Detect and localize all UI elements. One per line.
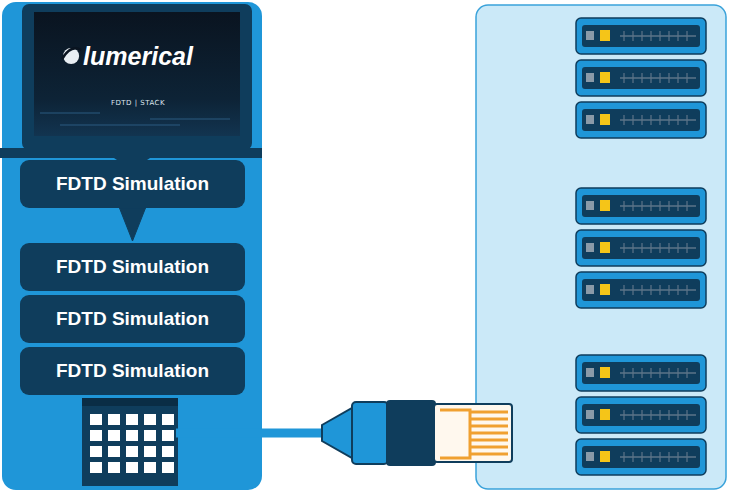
laptop-screen-text: lumericalFDTD | STACK: [40, 16, 236, 132]
server-unit: [576, 355, 706, 391]
server-racks: [576, 18, 706, 475]
laptop-frame: [22, 4, 252, 150]
contact-line: [470, 453, 508, 456]
laptop-screen: [34, 12, 240, 136]
server-unit: [576, 397, 706, 433]
plug-contacts: [440, 410, 508, 458]
flow-arrow: [120, 208, 146, 241]
server-unit: [576, 60, 706, 96]
contact-line: [470, 425, 508, 428]
process-label: FDTD Simulation: [56, 173, 209, 195]
contact-line: [470, 411, 508, 414]
process-label: FDTD Simulation: [56, 308, 209, 330]
process-label: FDTD Simulation: [56, 256, 209, 278]
process-box: FDTD Simulation: [20, 347, 245, 395]
product-label: FDTD | STACK: [111, 99, 165, 107]
screen-texture: [40, 112, 230, 126]
cluster-icon-roof: [82, 398, 178, 406]
contact-line: [470, 446, 508, 449]
contact-line: [470, 418, 508, 421]
contact-line: [470, 439, 508, 442]
process-box: FDTD Simulation: [20, 160, 245, 208]
server-unit: [576, 439, 706, 475]
workstation-panel: [2, 2, 262, 490]
spacer: [440, 433, 476, 434]
process-label: FDTD Simulation: [56, 360, 209, 382]
cluster-icon-windows: [90, 414, 176, 478]
server-unit: [576, 102, 706, 138]
network-cable: [176, 429, 330, 438]
server-unit: [576, 188, 706, 224]
plug-body: [386, 400, 436, 466]
plug-collar: [352, 402, 388, 464]
logo-symbol: [62, 48, 81, 64]
contact-line: [470, 432, 508, 435]
server-unit: [576, 272, 706, 308]
plug-head: [434, 404, 512, 462]
cluster-panel: [476, 5, 726, 489]
cluster-icon: [82, 398, 178, 486]
process-box: FDTD Simulation: [20, 243, 245, 291]
server-unit: [576, 230, 706, 266]
contact-frame: [440, 410, 470, 458]
process-box: FDTD Simulation: [20, 295, 245, 343]
logo-text: lumerical: [83, 42, 193, 71]
server-unit: [576, 18, 706, 54]
plug-boot: [322, 408, 352, 458]
